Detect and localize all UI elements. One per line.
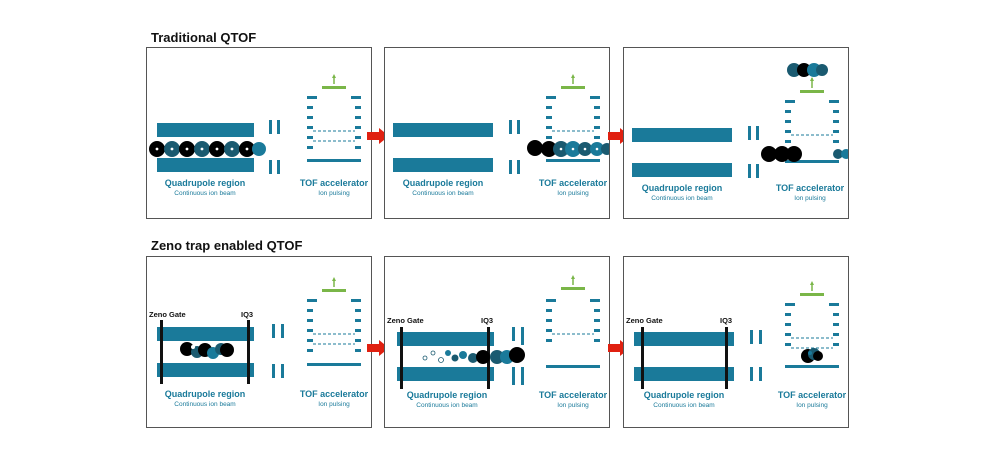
svg-text:Ion pulsing: Ion pulsing	[794, 195, 826, 202]
svg-text:Ion pulsing: Ion pulsing	[557, 190, 589, 197]
svg-text:IQ3: IQ3	[481, 316, 493, 325]
svg-text:Quadrupole region: Quadrupole region	[407, 390, 488, 400]
svg-text:Continuous ion beam: Continuous ion beam	[174, 401, 235, 408]
trapped-ions	[180, 342, 234, 359]
panel-traditional-3: Quadrupole region Continuous ion beam TO…	[623, 47, 849, 219]
panel-zeno-2: Zeno Gate IQ3	[384, 256, 610, 428]
svg-text:Quadrupole region: Quadrupole region	[165, 178, 246, 188]
diagram-traditional-3: Quadrupole region Continuous ion beam TO…	[632, 63, 848, 202]
svg-text:Zeno Gate: Zeno Gate	[149, 310, 186, 319]
ion-packet	[801, 348, 823, 363]
ion-beam	[149, 141, 266, 157]
svg-text:Continuous ion beam: Continuous ion beam	[416, 402, 477, 409]
svg-text:Ion pulsing: Ion pulsing	[796, 402, 828, 409]
diagram-zeno-1: Zeno Gate IQ3	[149, 277, 369, 408]
svg-text:Continuous ion beam: Continuous ion beam	[651, 195, 712, 202]
svg-text:TOF accelerator: TOF accelerator	[539, 178, 608, 188]
panel-traditional-1: Quadrupole region Continuous ion beam TO…	[146, 47, 372, 219]
svg-text:TOF accelerator: TOF accelerator	[776, 183, 845, 193]
title-zeno-qtof: Zeno trap enabled QTOF	[151, 238, 303, 253]
arrow-right-icon	[367, 128, 389, 144]
diagram-traditional-2: Quadrupole region Continuous ion beam TO…	[393, 74, 609, 197]
svg-text:Ion pulsing: Ion pulsing	[318, 190, 350, 197]
ion-pulse-top	[787, 63, 828, 77]
svg-text:Continuous ion beam: Continuous ion beam	[653, 402, 714, 409]
panel-zeno-1: Zeno Gate IQ3	[146, 256, 372, 428]
quadrupole-rod-top	[157, 123, 254, 137]
quadrupole-rod-bottom	[157, 158, 254, 172]
svg-text:IQ3: IQ3	[720, 316, 732, 325]
svg-text:TOF accelerator: TOF accelerator	[778, 390, 847, 400]
svg-text:TOF accelerator: TOF accelerator	[300, 178, 369, 188]
svg-text:Quadrupole region: Quadrupole region	[642, 183, 723, 193]
svg-text:Zeno Gate: Zeno Gate	[626, 316, 663, 325]
panel-traditional-2: Quadrupole region Continuous ion beam TO…	[384, 47, 610, 219]
diagram-zeno-3: Zeno Gate IQ3 Quadrupole region C	[626, 281, 847, 409]
releasing-ions	[422, 347, 525, 364]
svg-text:TOF accelerator: TOF accelerator	[539, 390, 608, 400]
zeno-gate-bar	[160, 320, 163, 384]
arrow-right-icon	[367, 340, 389, 356]
svg-text:Continuous ion beam: Continuous ion beam	[174, 190, 235, 197]
title-traditional-qtof: Traditional QTOF	[151, 30, 257, 45]
ion-beam	[761, 146, 848, 162]
diagram-traditional-1: Quadrupole region Continuous ion beam TO…	[149, 74, 369, 197]
svg-text:Zeno Gate: Zeno Gate	[387, 316, 424, 325]
svg-text:Quadrupole region: Quadrupole region	[403, 178, 484, 188]
ion-beam	[527, 140, 609, 157]
svg-text:Ion pulsing: Ion pulsing	[318, 401, 350, 408]
svg-text:IQ3: IQ3	[241, 310, 253, 319]
svg-text:Continuous ion beam: Continuous ion beam	[412, 190, 473, 197]
panel-zeno-3: Zeno Gate IQ3 Quadrupole region C	[623, 256, 849, 428]
svg-text:Quadrupole region: Quadrupole region	[644, 390, 725, 400]
diagram-zeno-2: Zeno Gate IQ3	[387, 275, 608, 409]
svg-text:TOF accelerator: TOF accelerator	[300, 389, 369, 399]
svg-text:Quadrupole region: Quadrupole region	[165, 389, 246, 399]
svg-text:Ion pulsing: Ion pulsing	[557, 402, 589, 409]
iq3-bar	[247, 320, 250, 384]
tof-accelerator	[307, 74, 361, 162]
